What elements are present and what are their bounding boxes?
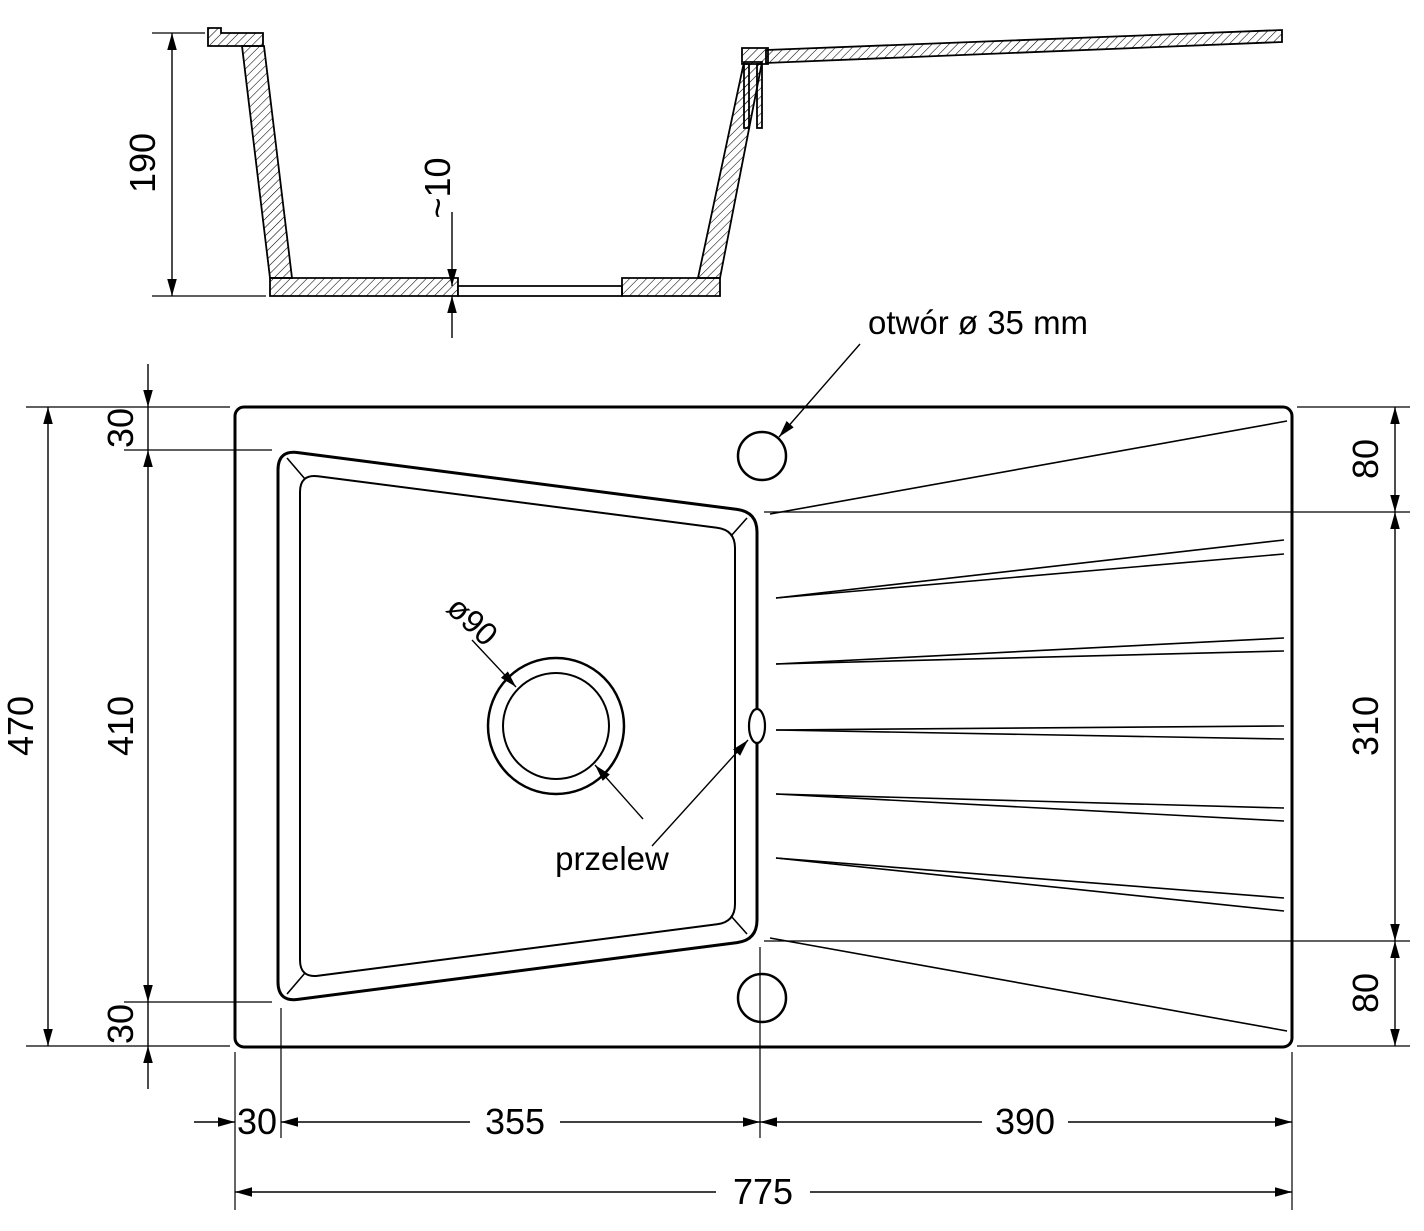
dim-bottom-thickness-label: ~10 [417, 157, 458, 218]
section-right-wall [696, 61, 764, 279]
drain-hole-inner [502, 672, 610, 780]
drain-diameter-label: ø90 [440, 589, 505, 653]
dim-rim-top-label: 30 [100, 408, 141, 448]
basin-inner-rim [299, 475, 736, 977]
section-bottom-right [621, 277, 721, 297]
dim-overall-height-label: 470 [0, 696, 41, 756]
tap-hole [736, 430, 788, 482]
overflow-label: przelew [555, 840, 669, 877]
dim-basin-height-label: 410 [100, 696, 141, 756]
plan-view: otwór ø 35 mm przelew ø90 [233, 304, 1294, 1049]
dim-basin-width-label: 355 [485, 1101, 545, 1142]
basin-outer-rim [276, 450, 759, 1002]
section-bottom-left [269, 277, 459, 297]
overflow-slot [747, 707, 767, 745]
dim-overall-width-label: 775 [733, 1171, 793, 1212]
section-drainer-strip [765, 29, 1283, 64]
section-left-flange [207, 27, 264, 47]
section-overflow-channel [743, 63, 763, 129]
tap-hole-label: otwór ø 35 mm [868, 304, 1088, 341]
dim-drainer-top-label: 80 [1345, 439, 1386, 479]
dim-rim-bottom-label: 30 [100, 1004, 141, 1044]
dim-depth-label: 190 [122, 133, 163, 193]
section-bottom-thin [457, 285, 623, 297]
drain-hole-outer [486, 656, 626, 796]
bottom-hole [736, 972, 788, 1024]
sink-outer-body [233, 405, 1294, 1049]
section-divider-junction [741, 47, 769, 65]
dim-drainer-middle-label: 310 [1345, 696, 1386, 756]
dim-drainer-bottom-label: 80 [1345, 973, 1386, 1013]
dimension-annotations: 470 30 410 30 80 310 80 30 355 390 775 [0, 364, 1410, 1212]
dim-drainer-width-label: 390 [995, 1101, 1055, 1142]
dim-rim-left-label: 30 [237, 1101, 277, 1142]
drainer-grooves [769, 420, 1288, 1032]
section-left-wall [240, 45, 294, 279]
section-view: 190 ~10 [122, 27, 1283, 338]
